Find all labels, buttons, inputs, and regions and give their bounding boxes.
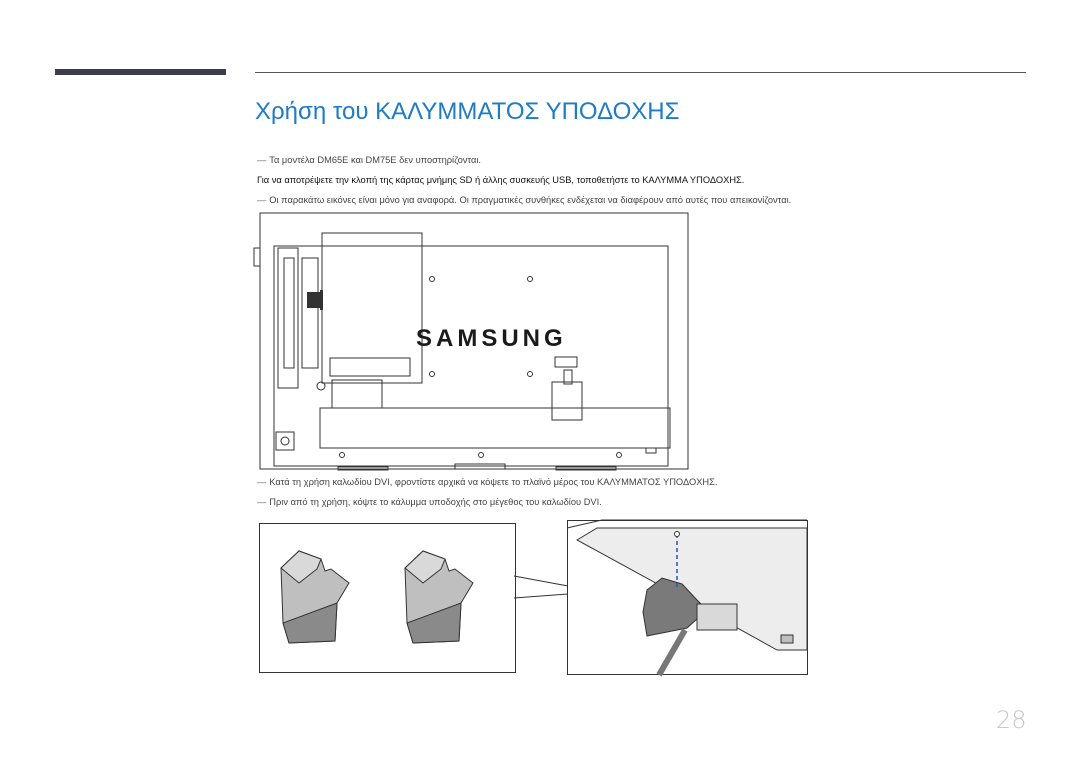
- note-dvi-cut: —Κατά τη χρήση καλωδίου DVI, φροντίστε α…: [257, 477, 717, 487]
- installation-illustration: [566, 519, 808, 677]
- note-models: —Τα μοντέλα DM65E και DM75E δεν υποστηρί…: [257, 155, 481, 165]
- samsung-logo: SAMSUNG: [416, 325, 567, 352]
- display-rear-illustration: SAMSUNG: [253, 212, 689, 471]
- note-models-text: Τα μοντέλα DM65E και DM75E δεν υποστηρίζ…: [269, 155, 481, 165]
- note-dvi-size-text: Πριν από τη χρήση, κόψτε το κάλυμμα υποδ…: [269, 497, 602, 507]
- instruction-text: Για να αποτρέψετε την κλοπή της κάρτας μ…: [257, 175, 745, 185]
- section-accent-bar: [55, 69, 226, 75]
- note-dash-icon: —: [257, 477, 267, 487]
- note-reference: —Οι παρακάτω εικόνες είναι μόνο για αναφ…: [257, 195, 791, 205]
- slot-cover: [307, 292, 321, 308]
- note-dash-icon: —: [257, 155, 267, 165]
- slot-cover-illustration: [280, 550, 474, 644]
- note-dvi-size: —Πριν από τη χρήση, κόψτε το κάλυμμα υπο…: [257, 497, 602, 507]
- note-dvi-cut-text: Κατά τη χρήση καλωδίου DVI, φροντίστε αρ…: [269, 477, 718, 487]
- callout-lines: [513, 575, 569, 599]
- note-reference-text: Οι παρακάτω εικόνες είναι μόνο για αναφο…: [269, 195, 792, 205]
- note-dash-icon: —: [257, 497, 267, 507]
- header-rule: [255, 72, 1026, 73]
- note-dash-icon: —: [257, 195, 267, 205]
- page-title: Χρήση του ΚΑΛΥΜΜΑΤΟΣ ΥΠΟΔΟΧΗΣ: [255, 98, 680, 125]
- page-number: 28: [996, 706, 1027, 734]
